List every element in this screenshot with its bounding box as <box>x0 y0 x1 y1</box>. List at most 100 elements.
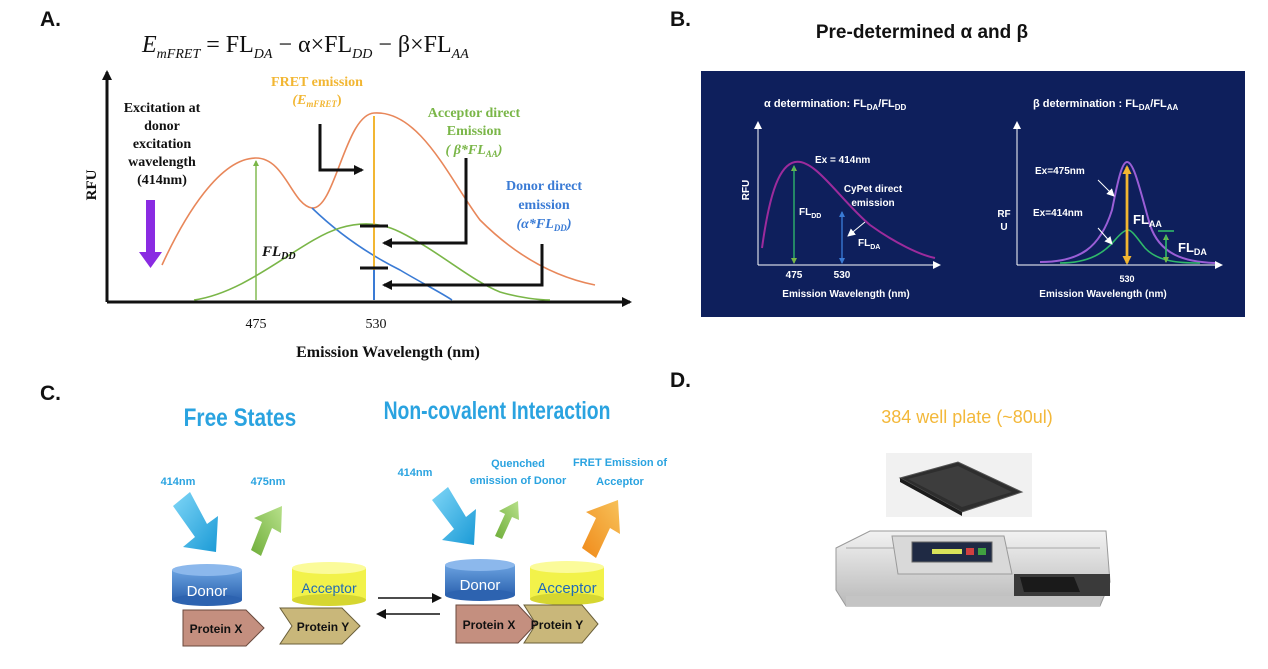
panel-d: D. 384 well plate (~80ul) <box>670 369 1111 607</box>
donor-line-2: emission <box>518 198 570 213</box>
excitation-line-3: excitation <box>133 137 192 152</box>
fret-label-line-1: FRET emission <box>271 75 363 90</box>
protein-x-label-bound: Protein X <box>463 618 516 632</box>
fret-label-sub: mFRET <box>306 99 337 109</box>
excitation-line-5: (414nm) <box>137 173 187 188</box>
eq-da-sub: DA <box>253 47 273 62</box>
alpha-tick-530: 530 <box>834 270 851 281</box>
protein-x-bound: Protein X <box>455 604 537 644</box>
panel-b-title: Pre-determined α and β <box>816 22 1028 43</box>
acceptor-free: Acceptor <box>292 562 366 606</box>
eq-aa-sub: AA <box>451 47 470 62</box>
protein-y-free: Protein Y <box>279 607 361 645</box>
quenched-label-1: Quenched <box>491 458 545 470</box>
fret-emission-acceptor-1: FRET Emission of <box>573 457 667 469</box>
ex475-pointer <box>1097 179 1115 197</box>
acceptor-bound: Acceptor <box>530 561 604 605</box>
alpha-y-label: RFU <box>741 180 752 201</box>
protein-y-bound: Protein Y <box>523 604 599 644</box>
fret-equation: EmFRET = FLDA − α×FLDD − β×FLAA <box>141 32 469 62</box>
alpha-fl-da-label: FLDA <box>858 238 880 251</box>
beta-ex475-curve <box>1039 160 1216 264</box>
beta-ex475-label: Ex=475nm <box>1035 166 1085 177</box>
protein-y-label-free: Protein Y <box>297 620 349 634</box>
donor-close: ) <box>565 217 572 232</box>
beta-fl-da-label: FLDA <box>1178 240 1207 257</box>
eq-alpha-term: − α×FL <box>272 32 352 58</box>
alpha-tick-475: 475 <box>786 270 803 281</box>
total-emission-curve <box>161 112 596 286</box>
plate-label: 384 well plate (~80ul) <box>881 407 1053 427</box>
excitation-label: Excitation at donor excitation wavelengt… <box>124 101 201 188</box>
acceptor-beta: ( β*FL <box>446 143 486 158</box>
alpha-ex-label: Ex = 414nm <box>815 155 870 166</box>
donor-label-free: Donor <box>187 583 228 600</box>
eq-beta-term: − β×FL <box>372 32 451 58</box>
donor-line-1: Donor direct <box>506 179 582 194</box>
alpha-emission-curve <box>761 160 936 259</box>
panel-c-letter: C. <box>40 382 61 405</box>
svg-text:(α*FLDD): (α*FLDD) <box>517 217 572 233</box>
excitation-414-right: 414nm <box>398 467 433 479</box>
beta-ex414-label: Ex=414nm <box>1033 208 1083 219</box>
interaction-title: Non-covalent Interaction <box>384 397 611 425</box>
fret-label-close: ) <box>337 93 342 108</box>
cypet-pointer <box>847 221 866 237</box>
donor-label: Donor direct emission (α*FLDD) <box>506 179 582 233</box>
eq-fl-da: = FL <box>200 32 254 58</box>
svg-text:( β*FLAA): ( β*FLAA) <box>446 143 503 159</box>
quenched-emission-arrow <box>495 501 519 539</box>
emission-475-arrow <box>251 506 282 556</box>
donor-bound: Donor <box>445 559 515 601</box>
excitation-arrow-shaft <box>146 200 155 256</box>
well-plate-image <box>886 453 1032 517</box>
beta-x-label: Emission Wavelength (nm) <box>1039 289 1166 300</box>
excitation-line-2: donor <box>144 119 180 134</box>
protein-x-label-free: Protein X <box>190 622 243 636</box>
a-x-axis-label: Emission Wavelength (nm) <box>296 344 480 361</box>
beta-y-label-2: U <box>1000 222 1007 233</box>
fret-label-e: (E <box>292 93 306 108</box>
beta-title: β determination : FLDA/FLAA <box>1033 98 1179 112</box>
alpha-fl-dd-label: FLDD <box>799 207 821 220</box>
quenched-label-2: emission of Donor <box>470 475 567 487</box>
excitation-414-left: 414nm <box>161 476 196 488</box>
fret-pointer-arrow <box>318 124 364 175</box>
beta-tick-530: 530 <box>1119 274 1134 284</box>
acceptor-direct-curve <box>193 223 551 301</box>
donor-free: Donor <box>172 564 242 606</box>
panel-d-letter: D. <box>670 369 691 392</box>
panel-c: C. Free States Non-covalent Interaction … <box>40 382 667 647</box>
panel-a-letter: A. <box>40 8 61 31</box>
svg-text:(EmFRET): (EmFRET) <box>292 93 342 109</box>
acceptor-label: Acceptor direct Emission ( β*FLAA) <box>428 106 521 159</box>
acceptor-aa-sub: AA <box>485 149 498 159</box>
excitation-line-1: Excitation at <box>124 101 201 116</box>
a-tick-530: 530 <box>366 317 387 332</box>
acceptor-pointer-arrow <box>382 158 468 248</box>
acceptor-line-1: Acceptor direct <box>428 106 521 121</box>
donor-dd-sub: DD <box>553 223 567 233</box>
beta-y-label-1: RF <box>997 209 1010 220</box>
excitation-arrow-right <box>432 487 476 545</box>
ex414-pointer <box>1097 227 1113 245</box>
fret-emission-arrow <box>582 500 620 558</box>
donor-label-bound: Donor <box>460 577 501 594</box>
excitation-arrow-head <box>139 252 162 268</box>
excitation-line-4: wavelength <box>128 155 196 170</box>
fret-label: FRET emission (EmFRET) <box>271 75 363 109</box>
eq-em-sub: mFRET <box>157 47 202 62</box>
cypet-label-2: emission <box>851 198 894 209</box>
donor-pointer-arrow <box>382 244 544 290</box>
plate-reader-image <box>835 530 1111 607</box>
excitation-arrow-left <box>173 492 218 552</box>
panel-b-background <box>701 71 1245 317</box>
panel-b-letter: B. <box>670 8 691 31</box>
donor-direct-curve <box>311 207 453 301</box>
fl-dd-label: FLDD <box>261 244 296 262</box>
panel-b: B. Pre-determined α and β α determinatio… <box>670 8 1245 317</box>
acceptor-line-2: Emission <box>447 124 502 139</box>
alpha-determination-plot: α determination: FLDA/FLDD RFU Ex = 414n… <box>741 98 941 300</box>
protein-x-free: Protein X <box>182 609 265 647</box>
